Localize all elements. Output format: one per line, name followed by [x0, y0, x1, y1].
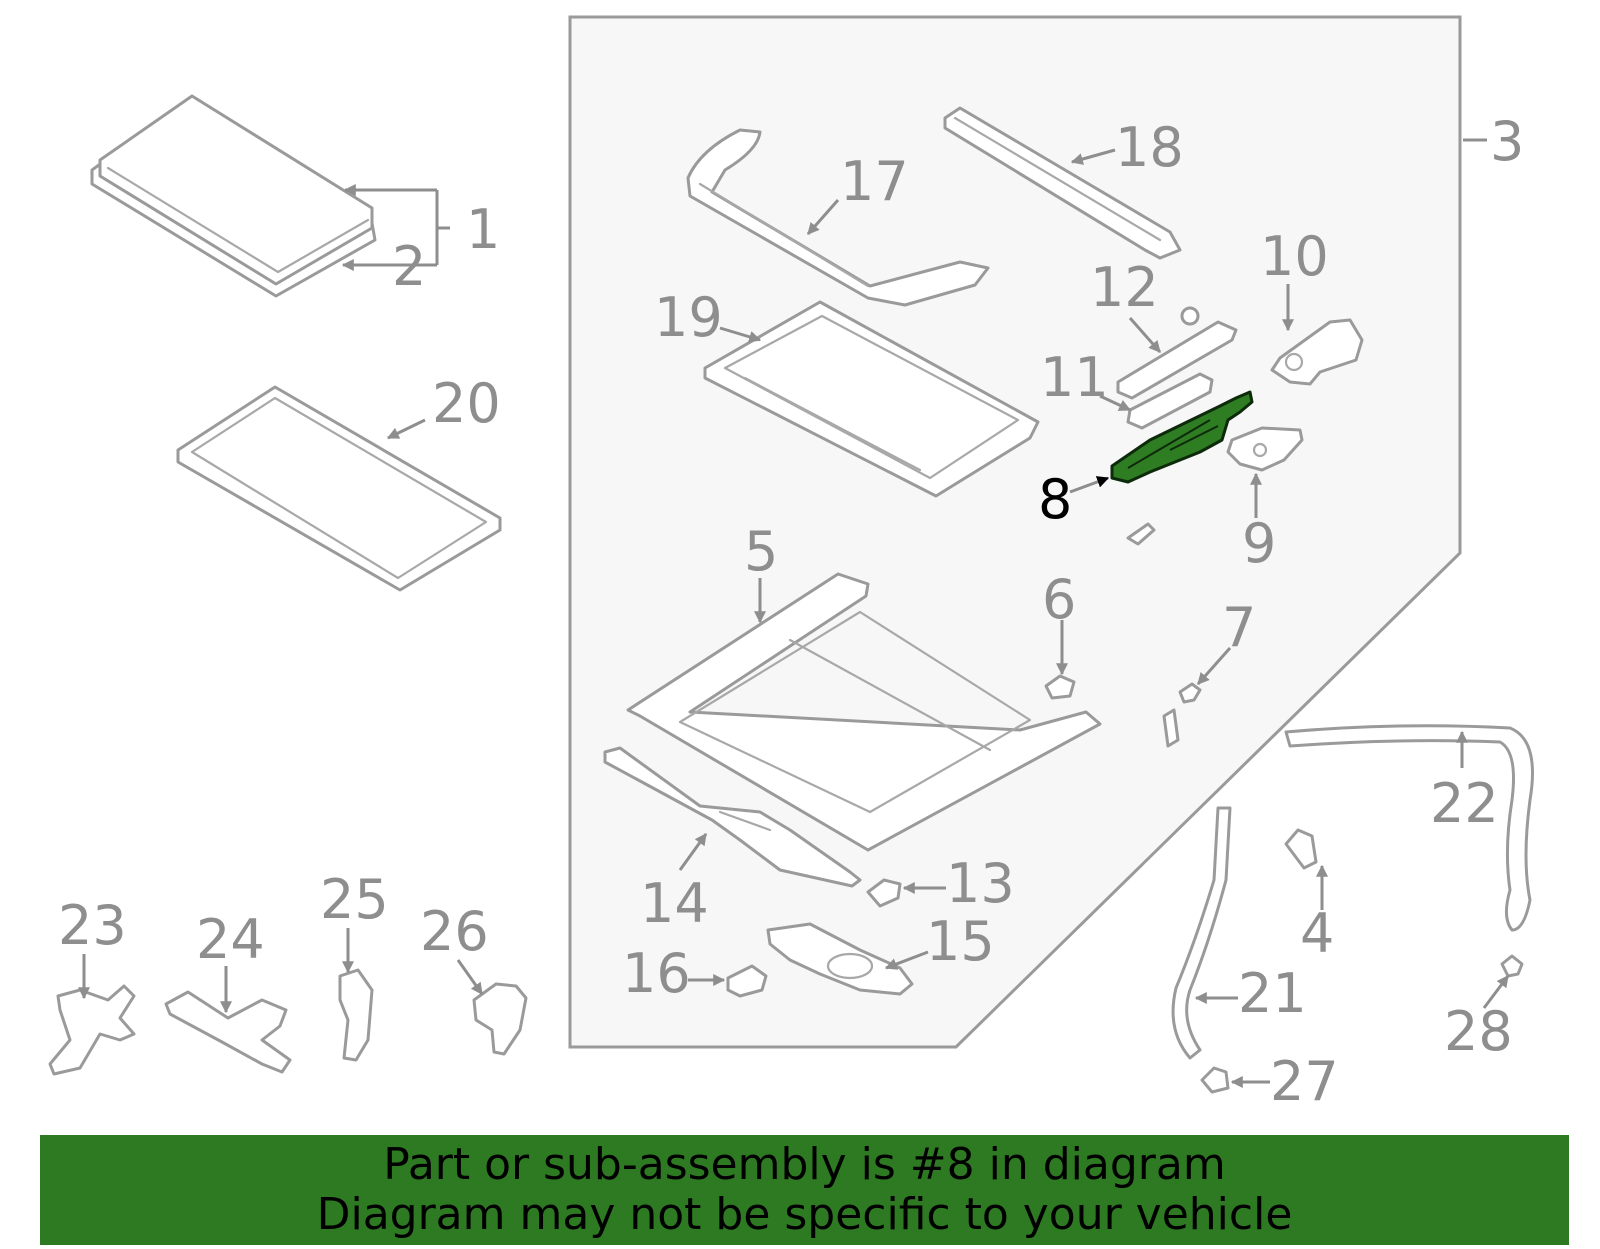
callout-17: 17 — [840, 150, 909, 213]
part-10-bracket — [1270, 318, 1364, 386]
callout-4: 4 — [1300, 902, 1334, 965]
callout-14: 14 — [640, 872, 709, 935]
callout-12: 12 — [1090, 256, 1159, 319]
part-17-deflector — [686, 128, 990, 307]
part-6-clip — [1044, 674, 1076, 700]
leader-lines — [78, 138, 1510, 1088]
part-19-frame — [703, 300, 1040, 498]
part-5-frame — [626, 572, 1102, 852]
part-27-clip — [1200, 1066, 1230, 1094]
callout-22: 22 — [1430, 772, 1499, 835]
part-18-trim — [943, 106, 1182, 260]
part-8-highlighted — [1110, 390, 1254, 484]
callout-27: 27 — [1270, 1050, 1339, 1113]
callout-6: 6 — [1042, 568, 1076, 631]
callout-18: 18 — [1115, 116, 1184, 179]
part-7-screws — [1162, 682, 1202, 748]
part-15-motor — [766, 922, 914, 996]
callout-21: 21 — [1238, 962, 1307, 1025]
part-9-bracket — [1226, 426, 1304, 472]
callout-19: 19 — [654, 286, 723, 349]
callout-2: 2 — [392, 235, 426, 298]
part-12-rail — [1116, 306, 1238, 400]
part-13-grommet — [866, 878, 902, 908]
part-22-hose — [1284, 724, 1534, 932]
banner-line-2: Diagram may not be specific to your vehi… — [316, 1189, 1293, 1240]
callout-15: 15 — [926, 910, 995, 973]
part-4-clip — [1284, 828, 1318, 870]
callout-7: 7 — [1222, 596, 1256, 659]
part-16-connector — [726, 964, 768, 998]
part-26-bracket — [472, 982, 528, 1056]
part-14-cable — [603, 746, 862, 888]
callout-26: 26 — [420, 900, 489, 963]
callout-5: 5 — [744, 520, 778, 583]
part-1-glass-panel — [90, 94, 377, 298]
part-23-bracket — [48, 984, 136, 1076]
callout-28: 28 — [1444, 1000, 1513, 1063]
callout-16: 16 — [622, 942, 691, 1005]
part-11-rail — [1126, 372, 1214, 430]
callout-20: 20 — [432, 372, 501, 435]
callout-9: 9 — [1242, 512, 1276, 575]
pin — [1126, 522, 1156, 546]
callout-13: 13 — [946, 852, 1015, 915]
callout-23: 23 — [58, 894, 127, 957]
part-21-hose — [1171, 806, 1232, 1060]
info-banner: Part or sub-assembly is #8 in diagram Di… — [40, 1135, 1569, 1245]
part-20-seal — [176, 385, 502, 592]
callout-3: 3 — [1490, 110, 1524, 173]
part-28-clip — [1500, 954, 1524, 978]
callout-25: 25 — [320, 868, 389, 931]
part-25-bracket — [338, 968, 374, 1062]
callout-8: 8 — [1038, 468, 1072, 531]
callout-1: 1 — [466, 198, 500, 261]
callout-24: 24 — [196, 908, 265, 971]
banner-line-1: Part or sub-assembly is #8 in diagram — [383, 1139, 1226, 1190]
callout-10: 10 — [1260, 225, 1329, 288]
callout-11: 11 — [1040, 346, 1109, 409]
part-24-bracket — [164, 990, 292, 1074]
